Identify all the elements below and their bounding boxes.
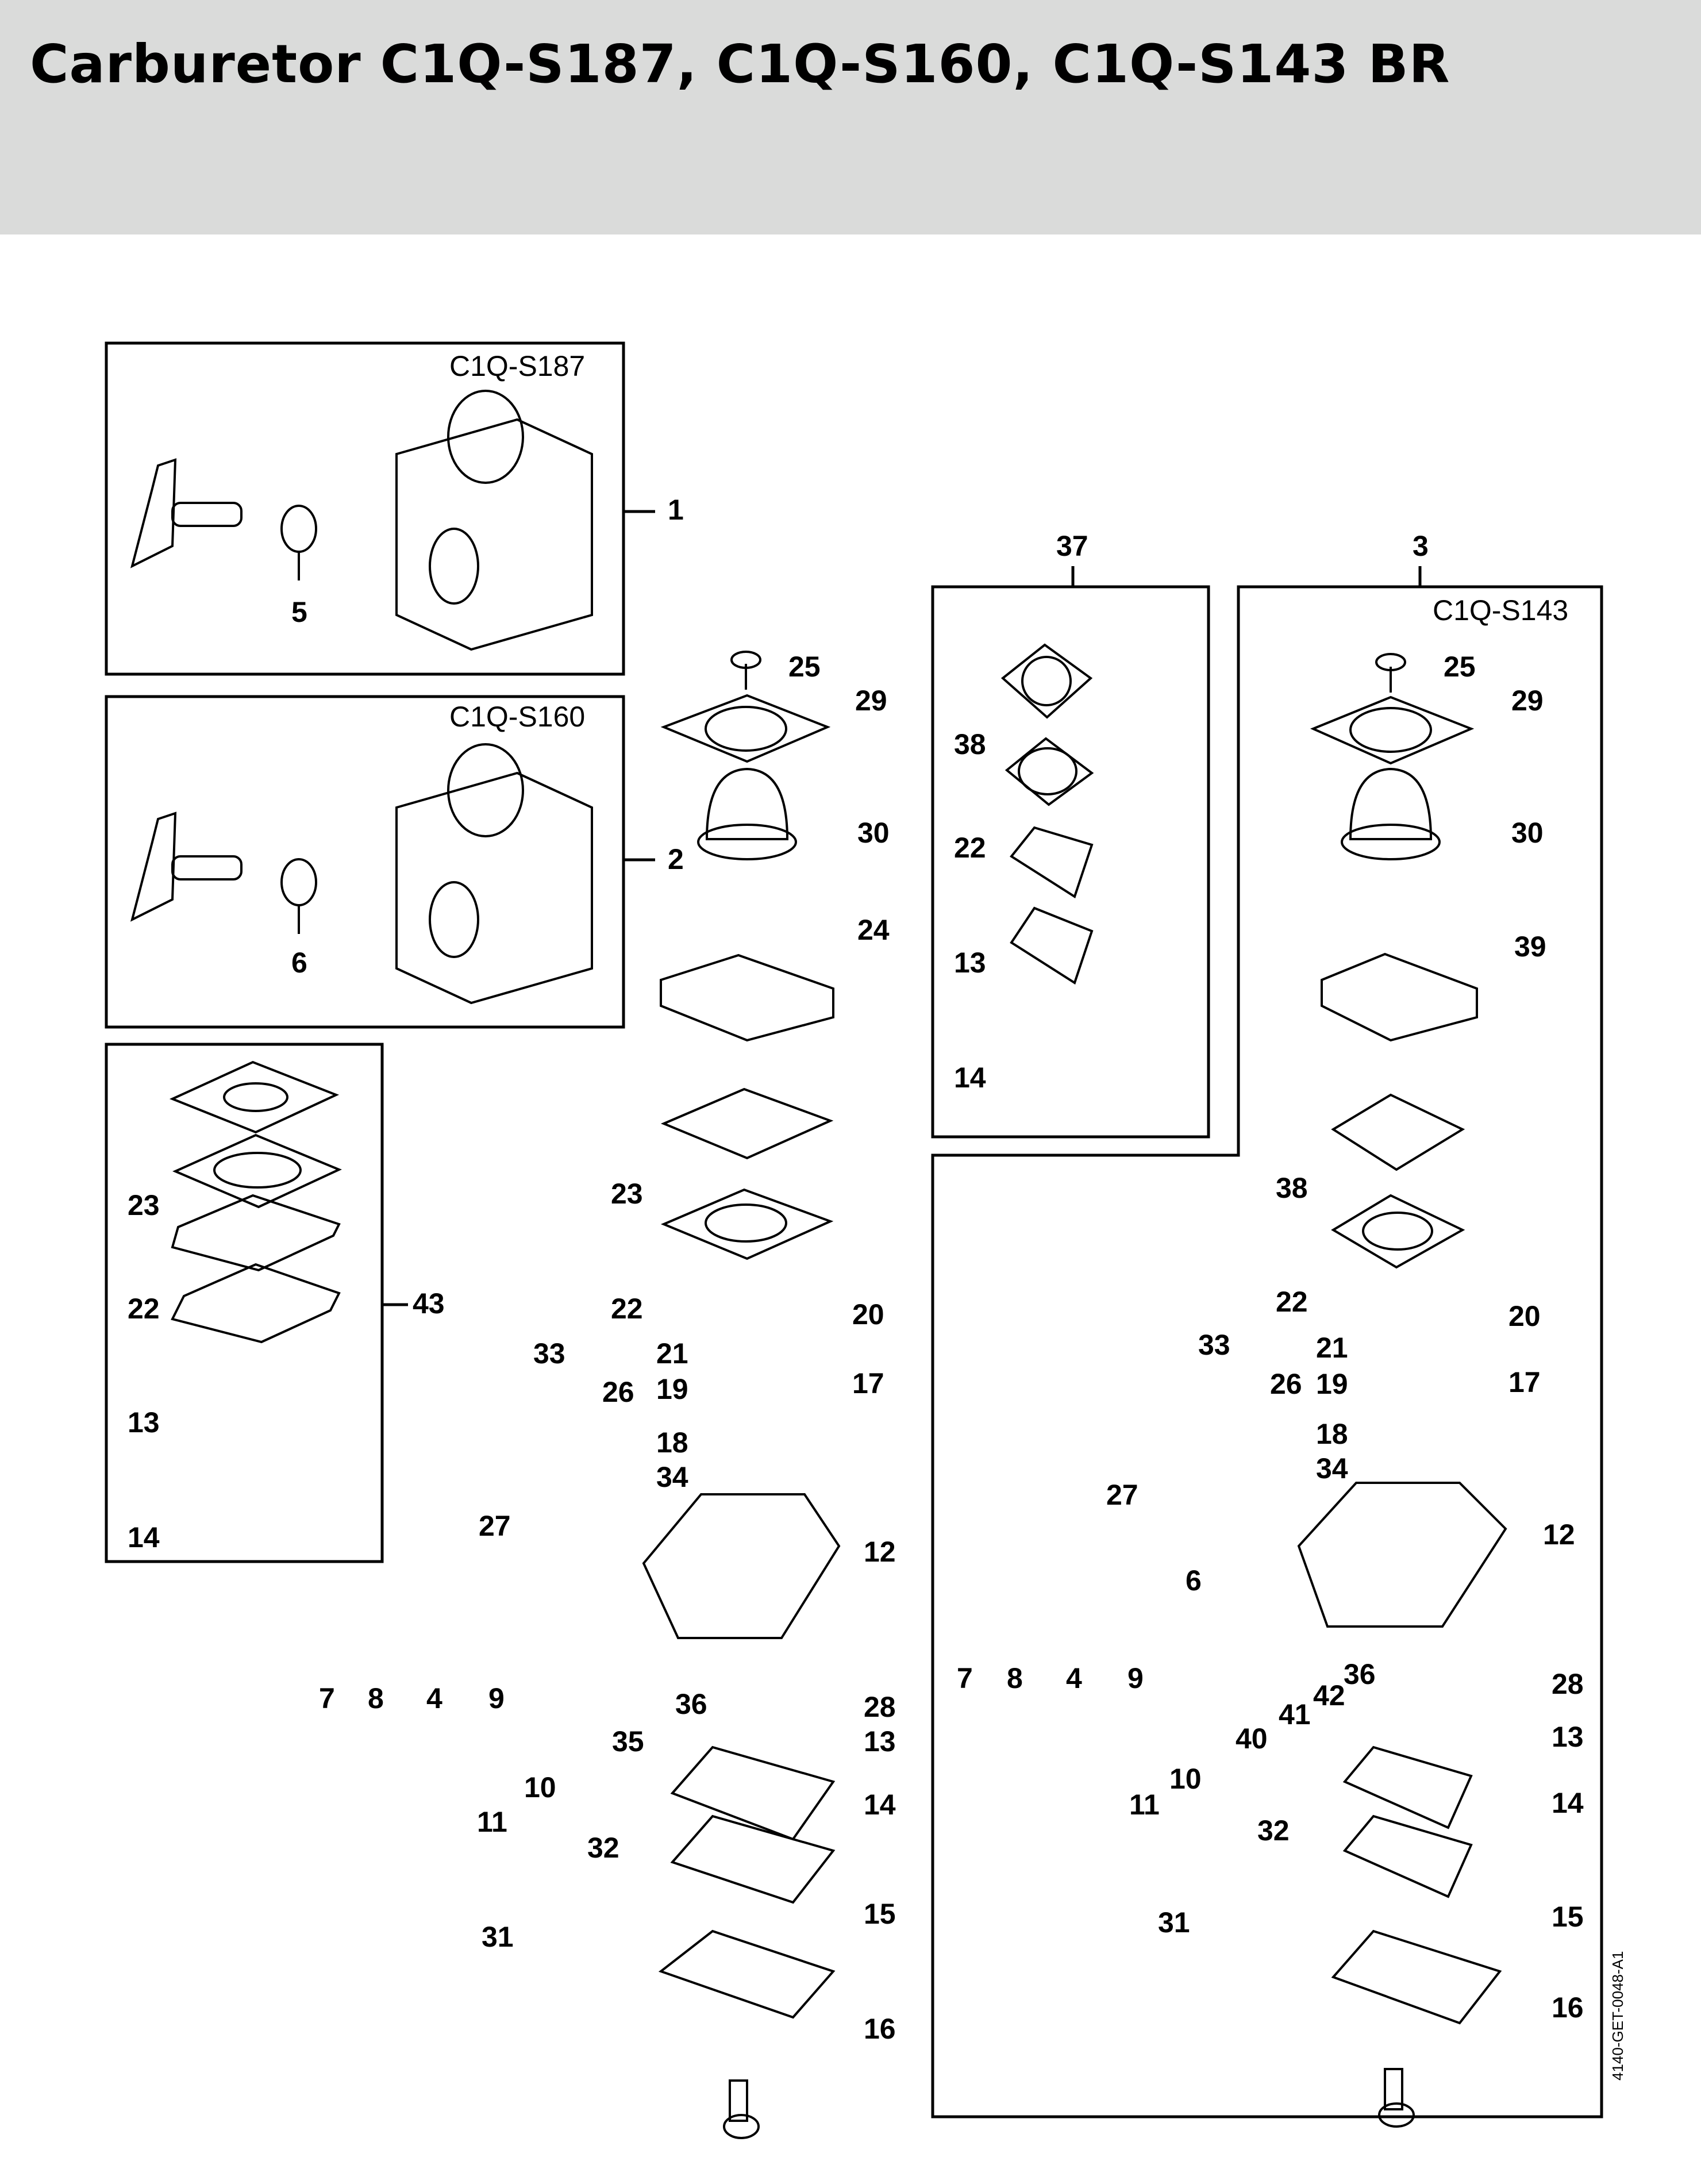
part-label-17: 17	[1508, 1366, 1541, 1398]
part-label-18: 18	[656, 1426, 688, 1459]
part-label-4: 4	[426, 1682, 442, 1714]
part-label-32: 32	[587, 1832, 619, 1864]
frame-box-2	[105, 695, 625, 1029]
part-label-14: 14	[864, 1789, 896, 1821]
part-label-15: 15	[1552, 1901, 1584, 1933]
frame-box-43	[105, 1043, 384, 1563]
part-label-13: 13	[954, 947, 986, 979]
part-label-29: 29	[1511, 685, 1544, 717]
part-label-22: 22	[611, 1293, 643, 1325]
part-label-36: 36	[675, 1688, 707, 1720]
part-label-35: 35	[612, 1725, 644, 1758]
part-label-38: 38	[1276, 1172, 1308, 1204]
ref-number-43: 43	[413, 1287, 445, 1320]
middle-exploded-parts-drawing	[642, 651, 841, 2139]
model-label-box-1: C1Q-S187	[449, 350, 586, 382]
part-label-34: 34	[1316, 1452, 1348, 1485]
part-label-6: 6	[291, 947, 307, 979]
gasket-set-37-drawing	[1000, 643, 1094, 985]
part-label-6: 6	[1186, 1564, 1202, 1597]
part-label-22: 22	[1276, 1286, 1308, 1318]
part-label-22: 22	[128, 1293, 160, 1325]
part-label-15: 15	[864, 1898, 896, 1930]
document-id: 4140-GET-0048-A1	[1609, 1951, 1626, 2081]
part-label-16: 16	[864, 2013, 896, 2045]
part-label-13: 13	[1552, 1721, 1584, 1753]
part-label-33: 33	[1198, 1329, 1230, 1361]
part-label-28: 28	[1552, 1668, 1584, 1700]
part-label-27: 27	[1106, 1479, 1138, 1511]
part-label-12: 12	[1543, 1518, 1575, 1551]
part-label-7: 7	[957, 1662, 973, 1694]
part-label-13: 13	[128, 1406, 160, 1439]
part-label-25: 25	[1444, 651, 1476, 683]
part-label-5: 5	[291, 596, 307, 628]
ref-number-1: 1	[668, 494, 684, 526]
part-label-17: 17	[852, 1367, 884, 1399]
part-label-36: 36	[1344, 1658, 1376, 1690]
part-label-40: 40	[1236, 1722, 1268, 1755]
part-label-18: 18	[1316, 1418, 1348, 1450]
part-label-14: 14	[954, 1062, 986, 1094]
part-label-28: 28	[864, 1691, 896, 1723]
part-label-41: 41	[1279, 1698, 1311, 1731]
part-label-33: 33	[533, 1337, 565, 1370]
part-label-8: 8	[1007, 1662, 1023, 1694]
part-label-34: 34	[656, 1461, 688, 1493]
part-label-20: 20	[852, 1298, 884, 1331]
part-label-9: 9	[488, 1682, 505, 1714]
part-label-27: 27	[479, 1510, 511, 1542]
part-label-9: 9	[1127, 1662, 1144, 1694]
part-label-19: 19	[656, 1373, 688, 1405]
part-label-8: 8	[368, 1682, 384, 1714]
carburetor-assembly-s187-drawing	[130, 390, 593, 651]
part-label-4: 4	[1066, 1662, 1082, 1694]
ref-number-37: 37	[1056, 530, 1088, 562]
frame-box-37	[931, 585, 1210, 1139]
carburetor-assembly-s160-drawing	[130, 743, 593, 1005]
part-label-39: 39	[1514, 930, 1546, 963]
part-label-10: 10	[1169, 1763, 1202, 1795]
part-label-11: 11	[477, 1806, 507, 1838]
gasket-set-43-drawing	[169, 1060, 342, 1344]
part-label-42: 42	[1313, 1679, 1345, 1712]
model-label-box-2: C1Q-S160	[449, 701, 586, 733]
part-label-13: 13	[864, 1725, 896, 1758]
model-label-box-3: C1Q-S143	[1433, 594, 1569, 626]
ref-number-2: 2	[668, 843, 684, 875]
part-label-29: 29	[855, 685, 887, 717]
part-label-21: 21	[1316, 1332, 1348, 1364]
part-label-31: 31	[1158, 1906, 1190, 1939]
part-label-26: 26	[602, 1376, 634, 1408]
part-label-31: 31	[482, 1921, 514, 1953]
page-title: Carburetor C1Q-S187, C1Q-S160, C1Q-S143 …	[30, 33, 1450, 95]
part-label-23: 23	[611, 1178, 643, 1210]
part-label-25: 25	[788, 651, 821, 683]
part-label-26: 26	[1270, 1368, 1302, 1400]
part-label-38: 38	[954, 728, 986, 760]
part-label-11: 11	[1129, 1789, 1160, 1821]
part-label-12: 12	[864, 1536, 896, 1568]
header-band: Carburetor C1Q-S187, C1Q-S160, C1Q-S143 …	[0, 0, 1701, 234]
frame-box-3	[931, 585, 1603, 2118]
part-label-23: 23	[128, 1189, 160, 1221]
part-label-24: 24	[857, 914, 890, 946]
part-label-32: 32	[1257, 1814, 1290, 1847]
part-label-7: 7	[319, 1682, 335, 1714]
part-label-20: 20	[1508, 1300, 1541, 1332]
part-label-21: 21	[656, 1337, 688, 1370]
part-label-14: 14	[128, 1521, 160, 1554]
ref-number-3: 3	[1413, 530, 1429, 562]
frame-box-1	[105, 341, 625, 676]
part-label-30: 30	[857, 817, 890, 849]
part-label-22: 22	[954, 832, 986, 864]
right-exploded-parts-drawing	[1297, 653, 1507, 2128]
part-label-16: 16	[1552, 1991, 1584, 2024]
part-label-30: 30	[1511, 817, 1544, 849]
part-label-19: 19	[1316, 1368, 1348, 1400]
part-label-10: 10	[524, 1771, 556, 1804]
part-label-14: 14	[1552, 1787, 1584, 1819]
